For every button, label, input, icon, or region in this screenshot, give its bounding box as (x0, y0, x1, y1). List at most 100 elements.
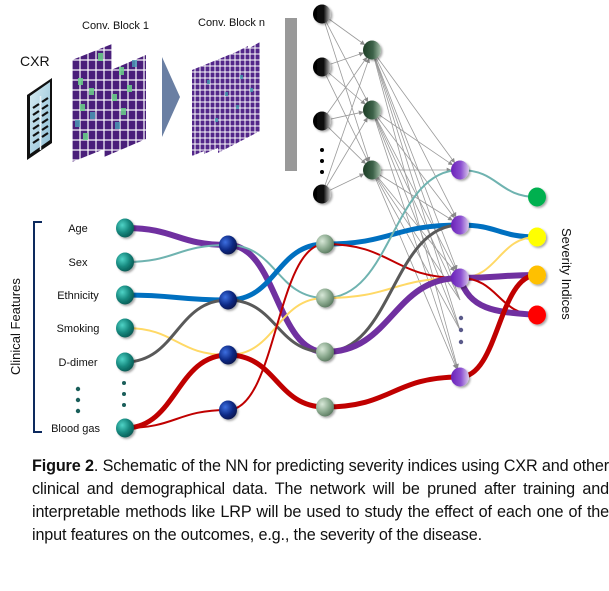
clinical-input-node (116, 318, 134, 338)
conv-block-n-label: Conv. Block n (198, 17, 265, 29)
fc-arrow (376, 57, 456, 164)
fc-connections (324, 18, 461, 370)
hidden-node-1 (219, 290, 237, 310)
severity-indices-label: Severity Indices (559, 228, 574, 320)
fc-arrow (326, 56, 368, 114)
feature-label-smoking: Smoking (57, 323, 100, 335)
severity-output-node (528, 305, 546, 325)
feature-label-ethnicity: Ethnicity (57, 290, 99, 302)
link-pu-out (457, 275, 540, 318)
clinical-features-label: Clinical Features (8, 278, 23, 375)
dense-node (363, 160, 381, 180)
fc-arrow (329, 18, 366, 46)
fc-arrow (330, 52, 364, 65)
purple-layer-ellipsis (458, 315, 464, 345)
fc-arrow (375, 57, 457, 218)
fusion-node (451, 215, 469, 235)
fusion-node (451, 160, 469, 180)
fc-arrow (374, 58, 458, 271)
cxr-label: CXR (20, 53, 50, 69)
cxr-image (27, 78, 52, 160)
link-smoking (124, 327, 229, 356)
link-pu-out (457, 222, 540, 240)
caption-text: . Schematic of the NN for predicting sev… (32, 457, 609, 544)
image-feature-node (313, 4, 331, 24)
feature-label-age: Age (68, 223, 88, 235)
hidden-node-1 (219, 400, 237, 420)
severity-output-node (528, 227, 546, 247)
fc-arrow (373, 58, 459, 369)
fc-arrow (374, 118, 459, 369)
link-pu-out (459, 236, 538, 279)
hidden-node-1 (219, 235, 237, 255)
fc-arrow (330, 110, 364, 120)
dense-node (363, 40, 381, 60)
link-ethnicity (122, 292, 231, 303)
clinical-input-node (116, 285, 134, 305)
clinical-input-node (116, 252, 134, 272)
link-h2-pu (322, 374, 463, 410)
hidden-node-2 (316, 234, 334, 254)
hidden-node-2 (316, 397, 334, 417)
conv-block-1-label: Conv. Block 1 (82, 20, 149, 32)
image-feature-node (313, 184, 331, 204)
image-feature-node (313, 111, 331, 131)
feature-label-blood-gas: Blood gas (51, 423, 100, 435)
fc-arrow (377, 176, 455, 272)
clinical-input-node (116, 218, 134, 238)
conv-block-n-feature-maps (192, 42, 260, 156)
link-h1-h2 (225, 242, 328, 355)
clinical-input-node (116, 418, 134, 438)
fc-arrow (375, 117, 461, 301)
conv-block-1-feature-maps (72, 44, 146, 162)
feature-label-sex: Sex (69, 257, 88, 269)
clinical-inputs-ellipsis-a (75, 386, 81, 414)
image-nodes-ellipsis (320, 148, 324, 174)
link-h2-pu (324, 169, 461, 299)
fc-arrow (379, 174, 453, 221)
dense-node (363, 100, 381, 120)
link-sex (124, 244, 229, 263)
fc-arrow (324, 22, 371, 162)
link-h2-pu (322, 275, 463, 355)
fusion-node (451, 268, 469, 288)
hidden-node-2 (316, 342, 334, 362)
link-h1-h2 (225, 352, 328, 410)
nn-schematic: CXR Conv. Block 1 Conv. Block n (8, 4, 574, 438)
fusion-node (451, 367, 469, 387)
fc-arrow (325, 21, 369, 103)
fc-arrow (374, 58, 461, 301)
link-blood-gas-b (124, 409, 229, 429)
arrow-icon (162, 57, 180, 137)
clinical-input-node (116, 352, 134, 372)
link-h2-pu (324, 243, 461, 279)
fc-arrow (325, 74, 369, 163)
figure-caption: Figure 2. Schematic of the NN for predic… (32, 455, 609, 547)
link-blood-gas-a (122, 352, 231, 431)
fc-arrow (375, 177, 461, 331)
fc-arrow (328, 127, 366, 165)
figure-label: Figure 2 (32, 457, 94, 475)
severity-output-node (528, 187, 546, 207)
clinical-connections (122, 169, 540, 431)
flatten-layer-bar (285, 18, 297, 171)
link-d-dimer (123, 298, 230, 364)
fc-arrow (375, 178, 457, 370)
link-age (122, 225, 231, 248)
link-h1-h2 (227, 243, 326, 411)
feature-label-d-dimer: D-dimer (58, 357, 97, 369)
link-h1-h2 (225, 241, 328, 303)
fc-arrow (374, 118, 461, 331)
fc-arrow (379, 114, 453, 166)
hidden-node-2 (316, 288, 334, 308)
hidden-node-1 (219, 345, 237, 365)
clinical-features-bracket (33, 221, 42, 433)
fc-arrow (329, 173, 365, 191)
fc-arrow (324, 58, 370, 186)
clinical-inputs-ellipsis-b (122, 381, 126, 407)
fc-arrow (326, 117, 368, 187)
fc-arrow (328, 72, 366, 105)
link-pu-out (459, 169, 538, 198)
image-feature-node (313, 57, 331, 77)
fc-arrow (377, 116, 455, 219)
